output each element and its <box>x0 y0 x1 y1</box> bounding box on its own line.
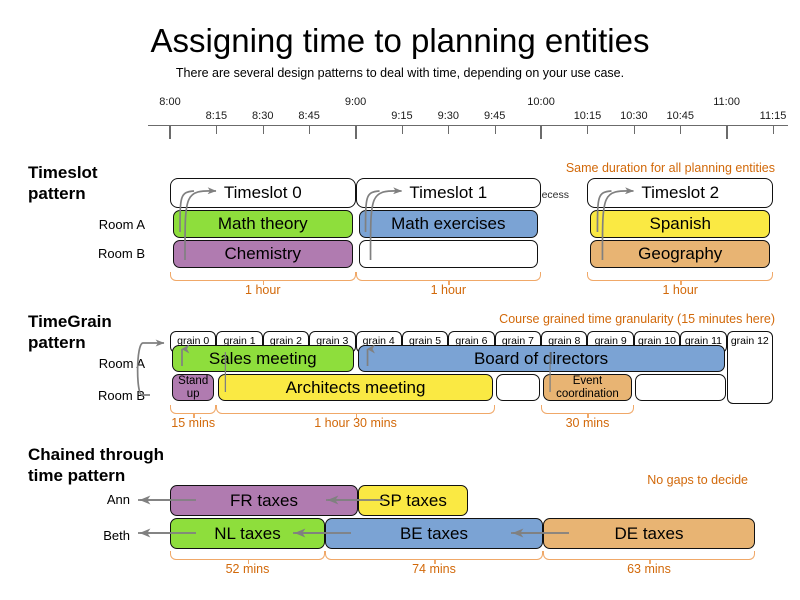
section-heading-chained: Chained through time pattern <box>28 445 164 485</box>
axis-tick <box>309 125 311 134</box>
axis-tick-label: 11:15 <box>759 110 787 122</box>
timegrain-duration-2-bracket <box>541 405 634 418</box>
timegrain-room-b-block-2[interactable]: Event coordination <box>543 374 632 401</box>
timegrain-duration-0-label: 15 mins <box>171 416 216 430</box>
timegrain-duration-2-label: 30 mins <box>565 416 610 430</box>
timeslot-1-duration-label: 1 hour <box>430 283 467 297</box>
row-label-timeslot-room-a: Room A <box>98 217 145 232</box>
axis-tick <box>587 125 589 134</box>
axis-tick <box>262 125 264 134</box>
timeslot-1-room-a-block[interactable]: Math exercises <box>358 210 539 238</box>
page-title: Assigning time to planning entities <box>150 22 650 59</box>
row-label-timeslot-room-b: Room B <box>98 246 145 261</box>
time-axis-line <box>148 125 788 126</box>
axis-tick <box>216 125 218 134</box>
timegrain-room-a-block-0[interactable]: Sales meeting <box>172 345 354 372</box>
axis-tick-label: 10:15 <box>573 110 602 122</box>
timeslot-header-2[interactable]: Timeslot 2 <box>587 178 773 208</box>
axis-tick <box>169 125 171 139</box>
axis-tick-label: 9:45 <box>483 110 506 122</box>
axis-tick <box>401 125 403 134</box>
axis-tick <box>725 125 728 139</box>
axis-tick-label: 8:30 <box>252 110 274 122</box>
row-label-timegrain-room-a: Room A <box>98 356 145 371</box>
section-heading-timegrain: TimeGrain pattern <box>28 312 112 352</box>
axis-tick <box>633 125 635 134</box>
recess-label: Recess <box>534 189 570 201</box>
chained-duration-0-bracket <box>170 551 325 564</box>
chained-beth-block-1[interactable]: BE taxes <box>325 518 543 549</box>
row-label-chained-beth: Beth <box>103 528 130 543</box>
chained-duration-1-label: 74 mins <box>412 562 456 576</box>
timegrain-duration-0-bracket <box>170 405 217 418</box>
timegrain-room-b-block-1[interactable]: Architects meeting <box>218 374 493 401</box>
page-subtitle: There are several design patterns to dea… <box>175 66 625 80</box>
note-timeslot: Same duration for all planning entities <box>565 161 775 175</box>
timeslot-2-room-b-block[interactable]: Geography <box>590 240 770 268</box>
axis-tick-label: 11:00 <box>713 96 740 108</box>
axis-tick-label: 9:00 <box>344 96 367 108</box>
axis-tick-label: 10:30 <box>620 110 648 122</box>
axis-tick-label: 8:15 <box>205 110 228 122</box>
axis-tick <box>773 125 774 134</box>
axis-tick <box>448 125 450 134</box>
timegrain-duration-1-bracket <box>216 405 495 418</box>
axis-tick <box>494 125 496 134</box>
axis-tick-label: 10:45 <box>666 110 694 122</box>
axis-tick <box>680 125 682 134</box>
chained-duration-2-bracket <box>543 551 755 564</box>
chained-duration-0-label: 52 mins <box>225 562 270 576</box>
axis-tick-label: 9:30 <box>437 110 460 122</box>
axis-tick <box>354 125 357 139</box>
timeslot-1-duration-bracket <box>355 272 542 285</box>
chained-beth-block-0[interactable]: NL taxes <box>170 518 325 549</box>
timegrain-room-b-empty-7[interactable] <box>495 374 541 401</box>
axis-tick-label: 8:45 <box>298 110 320 122</box>
timegrain-room-a-block-1[interactable]: Board of directors <box>357 345 725 372</box>
timeslot-2-room-a-block[interactable]: Spanish <box>590 210 770 238</box>
axis-tick-label: 9:15 <box>391 110 413 122</box>
timeslot-header-1[interactable]: Timeslot 1 <box>355 178 542 208</box>
timeslot-0-duration-label: 1 hour <box>245 283 281 297</box>
note-timegrain: Course grained time granularity (15 minu… <box>499 312 775 326</box>
note-chained: No gaps to decide <box>647 473 748 487</box>
chained-beth-block-2[interactable]: DE taxes <box>543 518 755 549</box>
timegrain-duration-1-label: 1 hour 30 mins <box>314 416 397 430</box>
timegrain-room-b-block-0[interactable]: Stand up <box>172 374 215 401</box>
timeslot-0-room-a-block[interactable]: Math theory <box>173 210 353 238</box>
timegrain-room-b-empty-10[interactable] <box>634 374 726 401</box>
row-label-timegrain-room-b: Room B <box>98 388 145 403</box>
chained-ann-block-1[interactable]: SP taxes <box>358 485 468 516</box>
chained-duration-1-bracket <box>325 551 543 564</box>
chained-duration-2-label: 63 mins <box>627 562 671 576</box>
grain-cell-12[interactable]: grain 12 <box>726 331 773 404</box>
axis-tick <box>540 125 543 139</box>
timeslot-header-0[interactable]: Timeslot 0 <box>170 178 356 208</box>
timeslot-1-room-b-block[interactable] <box>358 240 539 268</box>
axis-tick-label: 8:00 <box>159 96 181 108</box>
timeslot-2-duration-label: 1 hour <box>662 283 698 297</box>
timeslot-2-duration-bracket <box>587 272 773 285</box>
chained-ann-block-0[interactable]: FR taxes <box>170 485 358 516</box>
timeslot-0-duration-bracket <box>170 272 356 285</box>
timeslot-0-room-b-block[interactable]: Chemistry <box>173 240 353 268</box>
section-heading-timeslot: Timeslot pattern <box>28 163 98 203</box>
axis-tick-label: 10:00 <box>527 96 555 108</box>
row-label-chained-ann: Ann <box>106 492 130 507</box>
